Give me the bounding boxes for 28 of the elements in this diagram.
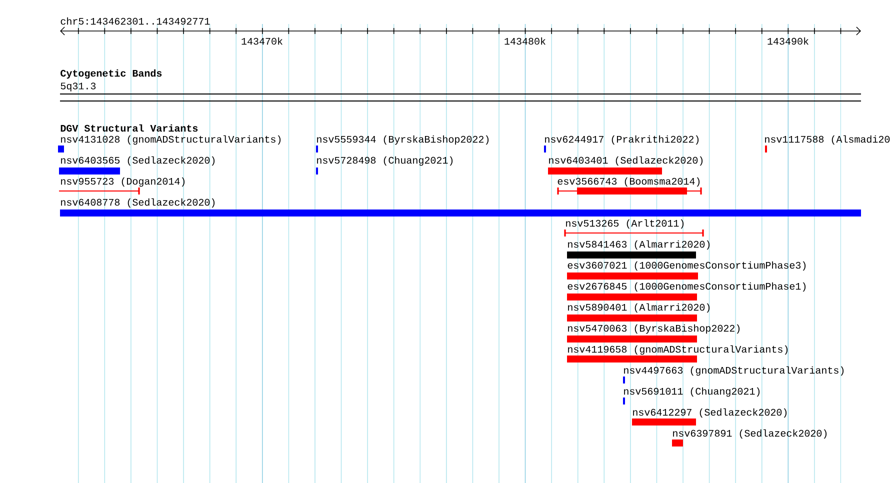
variant-label: nsv5691011 (Chuang2021) (624, 387, 760, 397)
variant-label: nsv6397891 (Sedlazeck2020) (673, 429, 827, 439)
variant-label: nsv513265 (Arlt2011) (566, 219, 684, 229)
variant-label: esv2676845 (1000GenomesConsortiumPhase1) (568, 282, 806, 292)
variant-label: nsv6403401 (Sedlazeck2020) (549, 156, 703, 166)
tick-label: 143480k (504, 37, 546, 45)
tick-label: 143470k (242, 37, 282, 45)
track-heading: Cytogenetic Bands (60, 69, 162, 79)
variant-label: nsv1117588 (Alsmadi20 (765, 135, 890, 145)
coordinate-label: chr5:143462301..143492771 (60, 17, 210, 25)
variant-label: nsv4119658 (gnomADStructuralVariants) (568, 345, 788, 355)
variant-label: nsv5559344 (ByrskaBishop2022) (317, 135, 489, 145)
variant-label: nsv6403565 (Sedlazeck2020) (61, 156, 215, 166)
variant-label: esv3607021 (1000GenomesConsortiumPhase3) (568, 261, 806, 271)
variant-label: nsv4131028 (gnomADStructuralVariants) (61, 135, 281, 145)
tick-label: 143490k (768, 37, 808, 45)
variant-label: esv3566743 (Boomsma2014) (558, 177, 700, 187)
variant-label: nsv5841463 (Almarri2020) (568, 240, 710, 250)
variant-label: nsv6412297 (Sedlazeck2020) (633, 408, 787, 418)
variant-label: nsv955723 (Dogan2014) (61, 177, 185, 187)
variant-label: nsv5728498 (Chuang2021) (317, 156, 453, 166)
band-label: 5q31.3 (60, 82, 96, 92)
variant-label: nsv5890401 (Almarri2020) (568, 303, 710, 313)
variant-label: nsv5470063 (ByrskaBishop2022) (568, 324, 740, 334)
variant-label: nsv6244917 (Prakrithi2022) (545, 135, 699, 145)
track-heading: DGV Structural Variants (60, 124, 198, 132)
variant-label: nsv4497663 (gnomADStructuralVariants) (624, 366, 844, 376)
variant-label: nsv6408778 (Sedlazeck2020) (61, 198, 215, 208)
